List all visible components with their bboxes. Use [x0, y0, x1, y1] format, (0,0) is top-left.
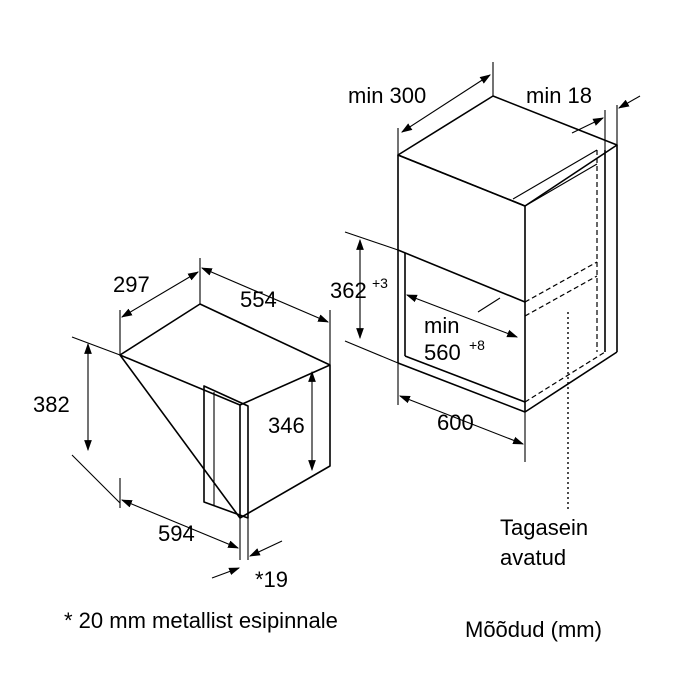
- rear-wall-note-line2: avatud: [500, 545, 566, 570]
- microwave-top-front-edge: [119, 354, 241, 406]
- units-note: Mõõdud (mm): [465, 617, 602, 642]
- rear-wall-note-line1: Tagasein: [500, 515, 588, 540]
- microwave-top-side-edge: [239, 364, 331, 406]
- niche-bottom-front-edge: [397, 362, 526, 413]
- cabinet-hidden-edge: [524, 275, 598, 317]
- dim-arrow-min-560: [405, 294, 519, 338]
- dim-arrow-min-18-left: [571, 117, 604, 134]
- ext-line: [71, 454, 121, 504]
- cabinet-hidden-edge: [524, 261, 598, 303]
- microwave-dimensions: [71, 258, 331, 579]
- niche-inner-tick: [477, 297, 501, 313]
- ext-line: [71, 336, 121, 356]
- cabinet-drawing: [397, 95, 618, 510]
- label-oven-front-offset: *19: [255, 567, 288, 592]
- dim-arrow-600: [398, 395, 525, 445]
- footnote: * 20 mm metallist esipinnale: [64, 608, 338, 633]
- cabinet-top-face: [397, 95, 618, 207]
- ext-line: [344, 340, 399, 364]
- microwave-drawing: [119, 303, 331, 519]
- dim-arrow-19-right: [249, 540, 283, 557]
- niche-rear-hidden-edge: [524, 351, 606, 403]
- dim-arrow-297: [121, 271, 199, 318]
- label-oven-front-width: 594: [158, 521, 195, 546]
- label-oven-height: 382: [33, 392, 70, 417]
- label-cabinet-width: 600: [437, 410, 474, 435]
- dim-arrow-min-300: [401, 74, 491, 133]
- label-oven-depth: 297: [113, 272, 150, 297]
- label-oven-inner-height: 346: [268, 413, 305, 438]
- label-niche-width-min-prefix: min: [424, 313, 459, 338]
- dim-arrow-554: [200, 267, 330, 323]
- cabinet-front-face: [397, 154, 526, 303]
- microwave-outline: [119, 303, 331, 519]
- dim-arrow-19-left: [211, 567, 241, 579]
- dim-arrow-min-18-right: [618, 95, 641, 109]
- cabinet-inner-edge: [524, 163, 598, 207]
- niche-bottom-side-edge: [524, 351, 618, 413]
- dim-arrow-594: [120, 499, 240, 549]
- label-niche-width-min: 560: [424, 340, 461, 365]
- dimension-labels: 297 554 382 346 594 *19 min 300 min 18 3…: [33, 83, 592, 592]
- cabinet-dimensions: [344, 62, 641, 462]
- label-cabinet-back-min: min 18: [526, 83, 592, 108]
- cabinet-inner-edge: [512, 149, 598, 200]
- label-cabinet-depth-min: min 300: [348, 83, 426, 108]
- notes: Tagasein avatud * 20 mm metallist esipin…: [64, 515, 602, 642]
- label-oven-width: 554: [240, 287, 277, 312]
- ext-line: [344, 231, 399, 251]
- label-niche-height-tolerance: +3: [372, 275, 388, 291]
- niche-bottom-inner-edge: [404, 355, 526, 403]
- label-niche-width-tolerance: +8: [469, 337, 485, 353]
- label-niche-height: 362: [330, 278, 367, 303]
